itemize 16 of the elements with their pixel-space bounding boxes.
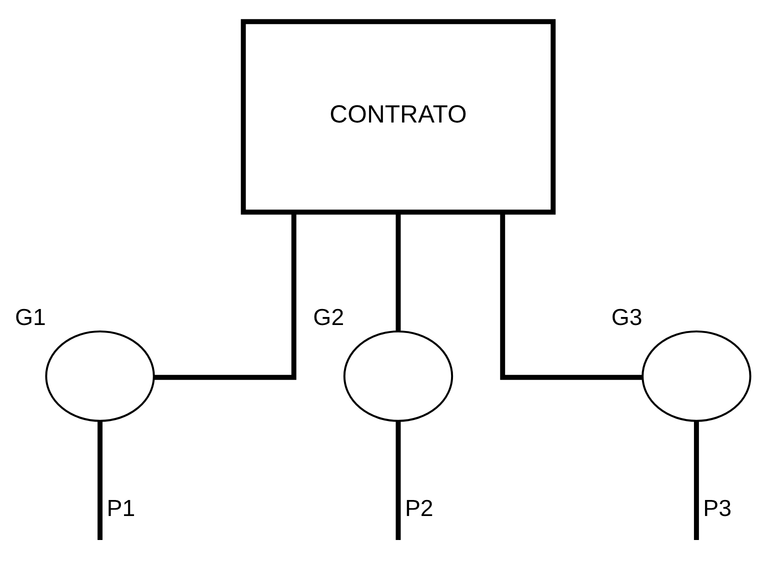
node-circle [343,330,454,422]
connector [694,421,699,540]
edge-label: P2 [404,495,434,522]
connector [396,421,401,540]
node-label: G1 [14,304,46,330]
node-box: CONTRATO [240,19,556,215]
connector [98,421,103,540]
node-circle [45,330,155,422]
connector [154,212,296,380]
connector [396,212,401,331]
connector [500,212,642,380]
edge-label: P1 [106,495,136,522]
edge-label: P3 [703,495,732,522]
node-label: G3 [611,304,642,330]
node-label: G2 [313,304,344,330]
node-circle [642,330,752,422]
